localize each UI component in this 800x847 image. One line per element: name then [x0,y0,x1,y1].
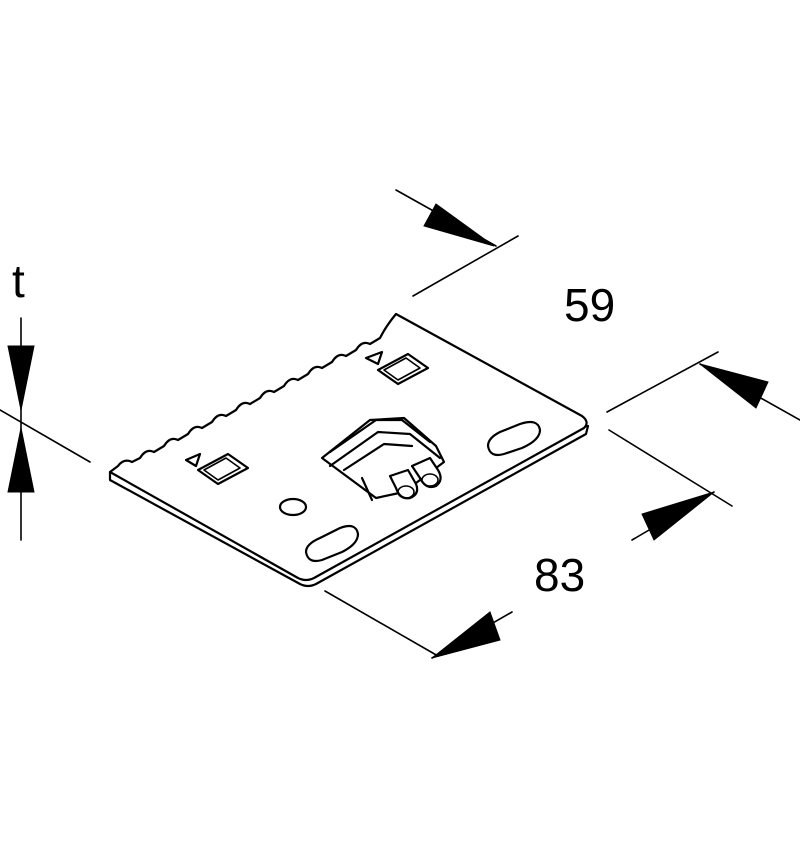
left-tab-slot [184,452,250,486]
width-label: 59 [564,279,616,331]
clip-mid-ridge [328,430,442,468]
clip-top-ridge [328,418,432,454]
width-arrow-bottom [699,363,769,409]
clip-inner-ridge [342,442,414,472]
thickness-label: t [12,255,25,307]
oblong-slot-right [486,420,542,457]
right-triangle-mark [364,350,384,366]
left-slot-outer [196,452,250,486]
width-extension-line-top [412,235,519,297]
mounting-plate [108,312,590,588]
width-arrow-top [423,203,495,247]
prong-tip-left [397,485,415,499]
width-extension-line-bottom [606,351,719,413]
length-label: 83 [534,549,586,601]
thickness-extension-line [0,409,91,463]
prong-tip-right [421,473,439,487]
length-arrow-right [641,491,715,541]
thickness-arrow-top [7,345,35,411]
length-extension-line-left [324,590,439,657]
clip-leg-left [360,476,374,502]
length-dimension [324,429,733,659]
right-slot-outer [376,352,430,386]
left-slot-inner [203,457,241,481]
right-slot-inner [383,357,421,381]
oblong-slot-left [304,524,360,563]
right-tab-slot [364,350,430,386]
left-triangle-mark [184,452,202,468]
central-clip [320,416,446,502]
thickness-dimension [0,317,91,541]
length-extension-line-right [608,429,733,507]
thickness-arrow-bottom [7,427,35,493]
width-dimension [395,189,800,421]
length-arrow-left [431,611,501,659]
round-hole [278,497,308,517]
